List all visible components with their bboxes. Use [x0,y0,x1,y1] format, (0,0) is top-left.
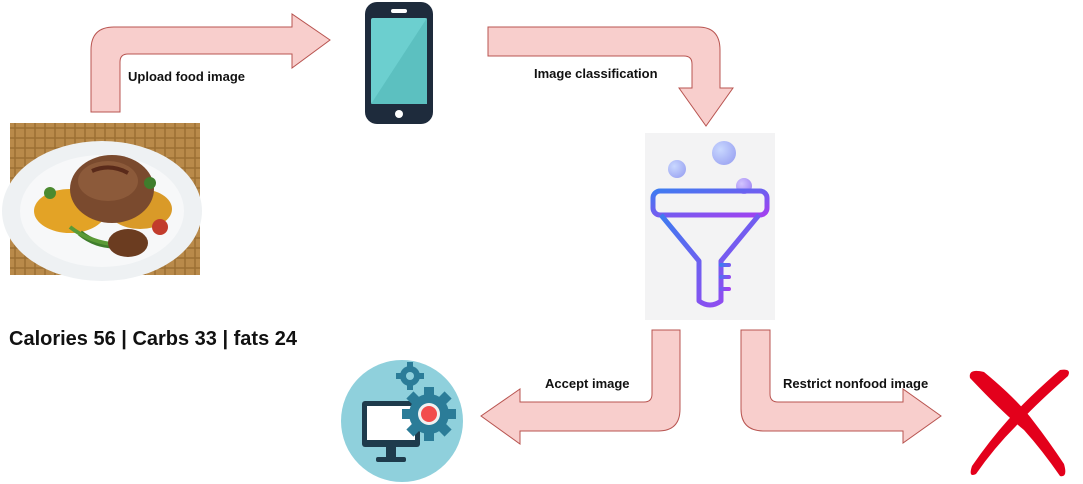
label-accept: Accept image [545,376,630,391]
smartphone-icon [365,2,433,124]
label-upload: Upload food image [128,69,245,84]
cross-icon [969,369,1069,477]
filter-funnel-icon [645,133,775,320]
computer-settings-icon [341,360,463,482]
label-restrict: Restrict nonfood image [783,376,929,391]
label-classification: Image classification [534,66,658,81]
food-photo [2,123,202,281]
nutrition-summary: Calories 56 | Carbs 33 | fats 24 [9,328,298,350]
